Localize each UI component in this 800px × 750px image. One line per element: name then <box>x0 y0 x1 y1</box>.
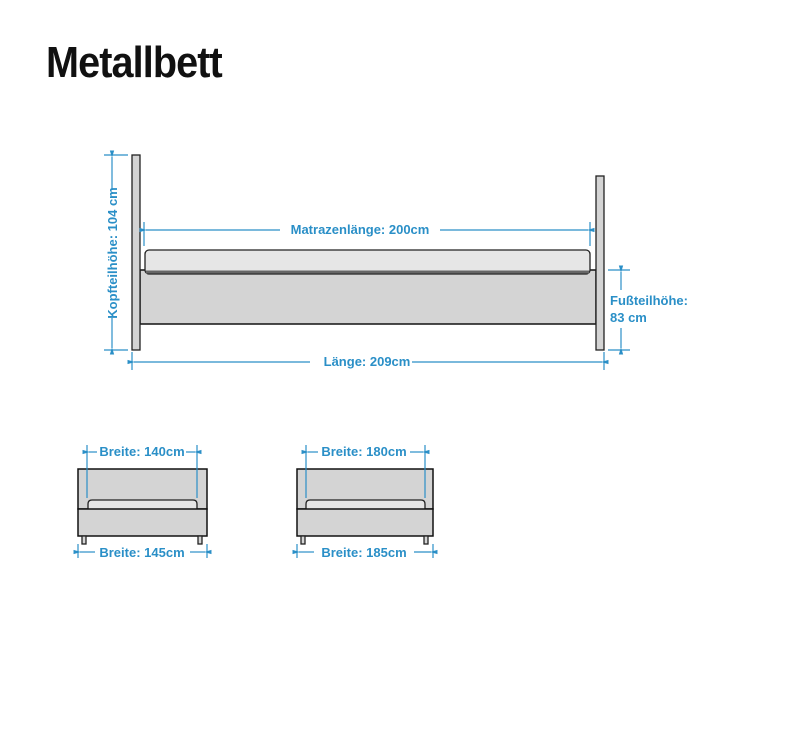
side-view: Matrazenlänge: 200cm Länge: 209cm Kopfte… <box>104 150 688 370</box>
headboard-post <box>131 154 141 351</box>
leg <box>81 535 87 545</box>
page-title: Metallbett <box>46 38 223 87</box>
leg <box>197 535 203 545</box>
leg <box>423 535 429 545</box>
front-view-180: Breite: 180cm Breite: 185cm <box>292 444 438 560</box>
inner-width-label: Breite: 140cm <box>99 444 184 459</box>
mattress-length-dimension: Matrazenlänge: 200cm <box>139 222 595 246</box>
inner-width-label: Breite: 180cm <box>321 444 406 459</box>
outer-width-label: Breite: 145cm <box>99 545 184 560</box>
bed-frame-side <box>139 269 597 325</box>
length-label: Länge: 209cm <box>324 354 411 369</box>
headboard-height-label: Kopfteilhöhe: 104 cm <box>105 187 120 318</box>
mattress-length-label: Matrazenlänge: 200cm <box>291 222 430 237</box>
footboard-height-label-2: 83 cm <box>610 310 647 325</box>
footboard-height-label-1: Fußteilhöhe: <box>610 293 688 308</box>
outer-width-label: Breite: 185cm <box>321 545 406 560</box>
front-view-140: Breite: 140cm Breite: 145cm <box>73 444 212 560</box>
mattress-side <box>144 249 591 275</box>
footboard-height-dimension: Fußteilhöhe: 83 cm <box>608 265 688 355</box>
headboard-height-dimension: Kopfteilhöhe: 104 cm <box>104 150 128 355</box>
length-dimension: Länge: 209cm <box>127 352 609 370</box>
footboard-post <box>595 175 605 351</box>
leg <box>300 535 306 545</box>
